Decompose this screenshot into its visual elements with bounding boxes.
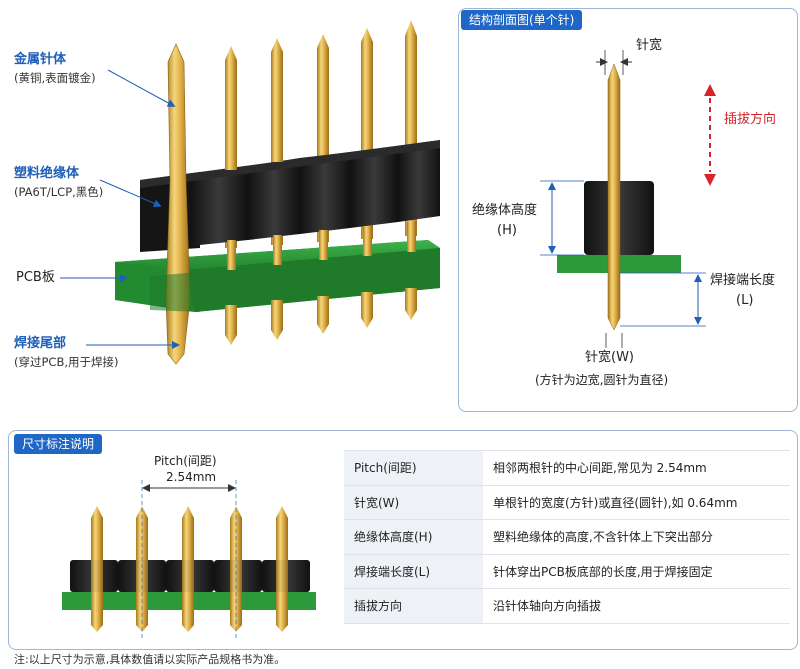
label-insulator-height: 绝缘体高度: [472, 203, 538, 218]
cross-section-drawing: [540, 50, 716, 348]
dims-title: 尺寸标注说明: [14, 434, 103, 454]
table-row: 绝缘体高度(H)塑料绝缘体的高度,不含针体上下突出部分: [344, 519, 790, 555]
label-insulator: 塑料绝缘体: [14, 166, 80, 181]
label-insulator-height-sym: (H): [497, 223, 517, 238]
dims-table: Pitch(间距)相邻两根针的中心间距,常见为 2.54mm 针宽(W)单根针的…: [344, 450, 790, 624]
header-3d-illustration: [115, 20, 440, 365]
table-row: 插拔方向沿针体轴向方向插拔: [344, 588, 790, 624]
label-pitch-value: 2.54mm: [166, 470, 217, 484]
section-title: 结构剖面图(单个针): [461, 10, 583, 30]
table-row: 焊接端长度(L)针体穿出PCB板底部的长度,用于焊接固定: [344, 554, 790, 589]
table-row: Pitch(间距)相邻两根针的中心间距,常见为 2.54mm: [344, 450, 790, 486]
insulator-block: [190, 166, 248, 246]
label-pcb: PCB板: [16, 270, 55, 285]
label-insulator-sub: (PA6T/LCP,黑色): [14, 185, 104, 199]
label-insert-direction: 插拔方向: [724, 112, 777, 127]
leader-metal-pin: [107, 69, 176, 107]
pin-cutaway: [165, 43, 191, 365]
label-pin-width-top: 针宽: [636, 38, 663, 53]
label-metal-pin-sub: (黄铜,表面镀金): [14, 71, 96, 85]
label-solder-length: 焊接端长度: [710, 273, 776, 288]
label-pitch: Pitch(间距): [154, 454, 217, 468]
leader-insulator: [99, 179, 162, 208]
label-metal-pin: 金属针体: [14, 52, 67, 67]
label-solder-length-sym: (L): [736, 293, 754, 308]
front-view-drawing: [62, 480, 316, 640]
table-row: 针宽(W)单根针的宽度(方针)或直径(圆针),如 0.64mm: [344, 485, 790, 520]
label-pin-width-bottom: 针宽(W): [585, 350, 634, 365]
label-solder-tail: 焊接尾部: [14, 336, 67, 351]
footnote: 注:以上尺寸为示意,具体数值请以实际产品规格书为准。: [14, 653, 286, 666]
label-pin-width-note: (方针为边宽,圆针为直径): [535, 373, 669, 387]
label-solder-tail-sub: (穿过PCB,用于焊接): [14, 355, 119, 369]
